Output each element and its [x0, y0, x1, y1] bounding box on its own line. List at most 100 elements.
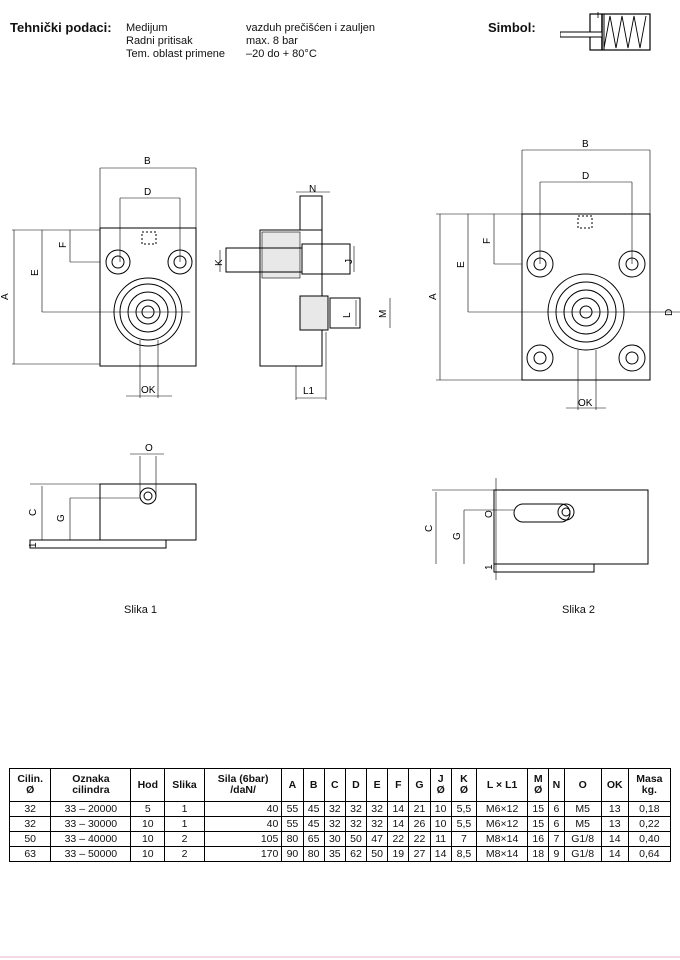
label-C-fig1: C: [28, 509, 39, 516]
table-cell: 10: [429, 801, 452, 817]
table-cell: 170: [203, 846, 283, 862]
column-header: Slika: [164, 768, 205, 802]
table-cell: 14: [600, 846, 629, 862]
column-header: G: [408, 768, 431, 802]
table-cell: 14: [387, 801, 410, 817]
label-G-fig1: G: [56, 514, 67, 522]
technical-data-header: Tehnički podaci: Medijum vazduh prečišće…: [10, 20, 670, 70]
table-cell: 11: [429, 831, 452, 847]
table-cell: 30: [323, 831, 346, 847]
table-cell: G1/8: [563, 831, 602, 847]
column-header-line: Sila (6bar): [217, 773, 269, 785]
table-cell: 32: [323, 816, 346, 832]
column-header-line: M: [533, 773, 543, 785]
table-cell: M6×12: [476, 816, 529, 832]
column-header-line: A: [288, 778, 297, 791]
table-cell: 33 – 20000: [50, 801, 132, 817]
label-L1: L1: [303, 386, 315, 397]
table-cell: 0,40: [627, 831, 672, 847]
column-header: C: [323, 768, 346, 802]
label-G-fig2: G: [452, 532, 463, 540]
column-header: A: [281, 768, 304, 802]
table-cell: 6: [548, 816, 565, 832]
column-header-line: N: [552, 778, 561, 791]
table-cell: 33 – 30000: [50, 816, 132, 832]
table-cell: 10: [429, 816, 452, 832]
table-cell: 16: [527, 831, 550, 847]
table-cell: 40: [203, 801, 283, 817]
column-header: L × L1: [476, 768, 529, 802]
column-header: Hod: [130, 768, 166, 802]
column-header-line: Ø: [436, 784, 445, 796]
table-cell: 0,22: [627, 816, 672, 832]
label-1-fig2: 1: [484, 564, 495, 570]
table-cell: 0,18: [627, 801, 672, 817]
table-cell: 90: [281, 846, 304, 862]
column-header-line: Oznaka: [72, 773, 110, 785]
spec-value-pressure: max. 8 bar: [246, 35, 298, 47]
table-cell: 22: [408, 831, 431, 847]
table-cell: M8×14: [476, 831, 529, 847]
table-cell: 33 – 50000: [50, 846, 132, 862]
table-cell: 32: [323, 801, 346, 817]
column-header-line: J: [437, 773, 444, 785]
table-cell: 5: [130, 801, 166, 817]
column-header-line: Ø: [26, 784, 35, 796]
caption-slika-1: Slika 1: [124, 604, 158, 616]
table-cell: 80: [281, 831, 304, 847]
label-A-fig1: A: [0, 293, 11, 300]
spec-value-medium: vazduh prečišćen i zauljen: [246, 22, 376, 34]
label-OK-fig1: OK: [141, 385, 156, 396]
table-cell: 21: [408, 801, 431, 817]
table-cell: 32: [366, 816, 389, 832]
column-header-line: OK: [606, 778, 623, 791]
column-header-line: L × L1: [486, 778, 518, 791]
column-header-line: kg.: [641, 784, 657, 796]
column-header: Sila (6bar)/daN/: [203, 768, 283, 802]
table-cell: 13: [600, 801, 629, 817]
table-cell: 55: [281, 801, 304, 817]
column-header-line: Slika: [172, 778, 197, 791]
spec-value-temperature: –20 do + 80°C: [246, 48, 317, 60]
page-bottom-line: [0, 956, 680, 958]
column-header: Cilin.Ø: [8, 768, 52, 802]
table-cell: 19: [387, 846, 410, 862]
table-cell: 45: [302, 801, 325, 817]
symbol-title: Simbol:: [488, 20, 536, 35]
label-N: N: [309, 184, 316, 195]
table-cell: 50: [366, 846, 389, 862]
figure1-front-view: [12, 167, 197, 398]
table-cell: M8×14: [476, 846, 529, 862]
label-J: J: [344, 259, 355, 264]
table-cell: M5: [563, 801, 602, 817]
table-cell: 5,5: [450, 816, 478, 832]
table-cell: 32: [8, 801, 52, 817]
label-O-fig2: O: [484, 510, 495, 518]
column-header-line: Cilin.: [17, 773, 43, 785]
table-cell: 27: [408, 846, 431, 862]
table-cell: 0,64: [627, 846, 672, 862]
table-cell: 6: [548, 801, 565, 817]
table-cell: 50: [8, 831, 52, 847]
label-D-fig1: D: [144, 187, 151, 198]
column-header-line: B: [309, 778, 318, 791]
column-header-line: D: [352, 778, 360, 791]
spec-label-medium: Medijum: [126, 22, 168, 34]
column-header: B: [302, 768, 325, 802]
table-cell: 13: [600, 816, 629, 832]
label-F-fig2: F: [482, 238, 493, 244]
table-cell: 40: [203, 816, 283, 832]
column-header-line: K: [460, 773, 468, 785]
table-cell: 22: [387, 831, 410, 847]
table-cell: 7: [548, 831, 565, 847]
label-L: L: [342, 312, 353, 318]
figure1-top-view: [29, 453, 197, 549]
table-cell: 55: [281, 816, 304, 832]
column-header-line: Ø: [534, 784, 543, 796]
column-header-line: G: [415, 778, 424, 791]
table-cell: 32: [8, 816, 52, 832]
table-cell: 1: [164, 801, 205, 817]
